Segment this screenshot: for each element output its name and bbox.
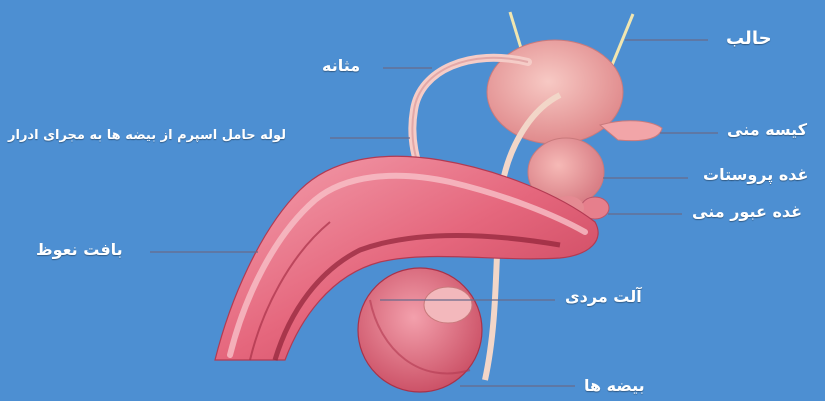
label-bladder: مثانه: [322, 56, 360, 75]
label-seminal-vesicle: کیسه منی: [727, 120, 807, 139]
testis-shape: [358, 268, 482, 392]
label-vas-deferens: لوله حامل اسپرم از بیضه ها به مجرای ادرا…: [8, 128, 286, 143]
label-ureter: حالب: [726, 28, 772, 49]
label-testes: بیضه ها: [584, 376, 645, 395]
label-erectile-tissue: بافت نعوظ: [36, 240, 123, 259]
seminal-vesicle-shape: [600, 121, 662, 141]
ureter-right: [610, 14, 633, 70]
label-bulbourethral: غده عبور منی: [692, 202, 802, 221]
label-penis: آلت مردی: [565, 287, 642, 306]
label-prostate: غده پروستات: [703, 165, 808, 184]
epididymis-shape: [424, 287, 472, 323]
